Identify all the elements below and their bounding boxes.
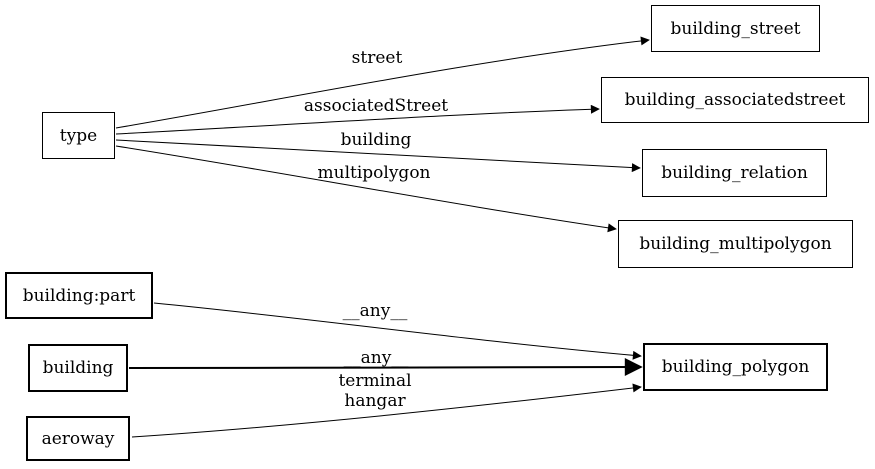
node-type: type — [42, 112, 115, 159]
edge-label-terminal-hangar: terminal hangar — [338, 371, 411, 411]
edge-label-associatedstreet: associatedStreet — [303, 96, 449, 116]
node-building-multipolygon: building_multipolygon — [618, 220, 853, 268]
node-building-street: building_street — [651, 5, 820, 52]
node-building-associatedstreet: building_associatedstreet — [601, 77, 869, 123]
edge-type-building-multipolygon — [115, 145, 617, 233]
node-building-polygon: building_polygon — [643, 343, 828, 391]
node-building-relation: building_relation — [642, 149, 827, 197]
edge-buildingpart-building-polygon — [153, 302, 642, 360]
edge-label-multipolygon: multipolygon — [317, 163, 431, 183]
edge-type-building-street — [115, 36, 650, 129]
edge-label-terminal-line: terminal — [338, 371, 412, 391]
edge-label-building: building — [340, 130, 412, 150]
node-aeroway: aeroway — [26, 416, 130, 461]
edge-label-hangar-line: hangar — [344, 391, 406, 411]
node-building-part: building:part — [5, 272, 153, 319]
edge-building-building-polygon — [128, 358, 643, 377]
node-building: building — [28, 344, 128, 392]
edge-aeroway-building-polygon — [131, 383, 642, 438]
edge-type-building-associatedstreet — [115, 104, 600, 135]
edge-label-any-buildingpart: __any__ — [342, 301, 408, 321]
edge-label-any-building: __any__ — [343, 348, 409, 368]
edge-label-street: street — [351, 48, 403, 68]
